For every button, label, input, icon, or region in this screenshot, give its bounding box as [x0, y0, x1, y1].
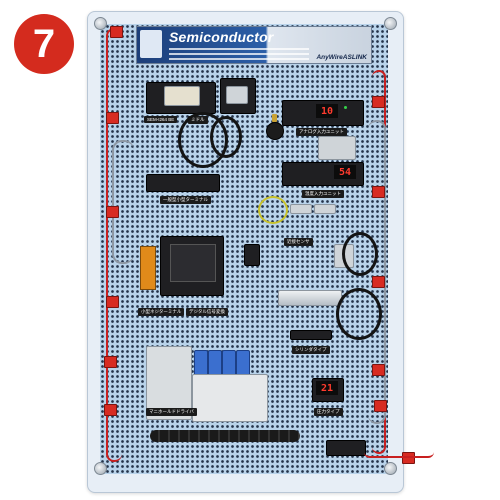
cable-connector	[104, 356, 117, 368]
valve-base	[192, 374, 268, 422]
fiber-connector	[290, 204, 312, 214]
black-cable-loop	[210, 116, 242, 158]
cable-connector	[110, 26, 123, 38]
title-banner: Semiconductor AnyWireASLINK	[136, 26, 372, 64]
cable-connector	[372, 186, 385, 198]
pneumatic-cylinder	[278, 290, 342, 306]
screw-top-left	[94, 17, 107, 30]
status-led	[344, 106, 347, 109]
black-cable-loop	[336, 288, 382, 340]
banner-description-lines	[169, 45, 309, 60]
amplifier-display-top: 10	[316, 104, 338, 118]
cable-connector	[374, 400, 387, 412]
small-terminal-orange	[140, 246, 156, 290]
solenoid-valve	[222, 350, 236, 376]
label-limit-type: 近接センサ	[284, 238, 313, 246]
cable-connector	[106, 206, 119, 218]
cable-connector	[372, 276, 385, 288]
label-general-terminal: 一般型小型ターミナル	[160, 196, 211, 204]
pressure-display: 21	[316, 381, 338, 395]
right-grey-cable	[368, 120, 386, 424]
step-number-badge: 7	[14, 14, 74, 74]
metal-bracket	[318, 136, 356, 160]
cable-connector	[402, 452, 415, 464]
round-sensor	[266, 122, 284, 140]
yellow-coil	[258, 196, 288, 224]
cable-connector	[106, 296, 119, 308]
label-manifold: マニホールドドライバ	[146, 408, 197, 416]
fiber-connector	[314, 204, 336, 214]
label-resistor-unit: 温度入力ユニット	[302, 190, 344, 198]
round-sensor-lens	[272, 114, 277, 122]
bottom-red-cable	[364, 446, 434, 458]
amplifier-display-mid: 54	[334, 165, 356, 179]
terminal-block-top-face	[164, 86, 200, 106]
label-terminal-top-left: SEM-I264 BE	[144, 116, 178, 123]
cable-connector	[372, 96, 385, 108]
left-grey-cable	[112, 140, 134, 264]
label-cylinder-type: シリンダタイプ	[292, 346, 330, 354]
label-digital-io: デジタル信号変換	[186, 308, 228, 316]
terminal-connector-bottom	[326, 440, 366, 456]
solenoid-valve	[236, 350, 250, 376]
cable-connector	[106, 112, 119, 124]
solenoid-valve	[194, 350, 208, 376]
label-amp-unit: アナログ入力ユニット	[296, 128, 347, 136]
screw-bottom-right	[384, 462, 397, 475]
banner-title: Semiconductor	[169, 29, 274, 45]
cable-chain	[150, 430, 300, 442]
screw-top-right	[384, 17, 397, 30]
manifold-driver	[146, 346, 192, 420]
cable-connector	[104, 404, 117, 416]
label-small-terminal: 小型ネジターミナル	[138, 308, 185, 316]
label-pressure-type: 圧力タイプ	[314, 408, 343, 416]
sensor-module-face	[226, 86, 248, 104]
chip-icon	[140, 30, 162, 58]
io-chip	[244, 244, 260, 266]
screw-bottom-left	[94, 462, 107, 475]
io-terminal-face	[170, 244, 216, 282]
terminal-strip	[146, 174, 220, 192]
brand-logo: AnyWireASLINK	[316, 54, 367, 61]
cable-connector	[372, 364, 385, 376]
black-cable-loop	[342, 232, 378, 276]
solenoid-valve	[208, 350, 222, 376]
cylinder-sensor	[290, 330, 332, 340]
